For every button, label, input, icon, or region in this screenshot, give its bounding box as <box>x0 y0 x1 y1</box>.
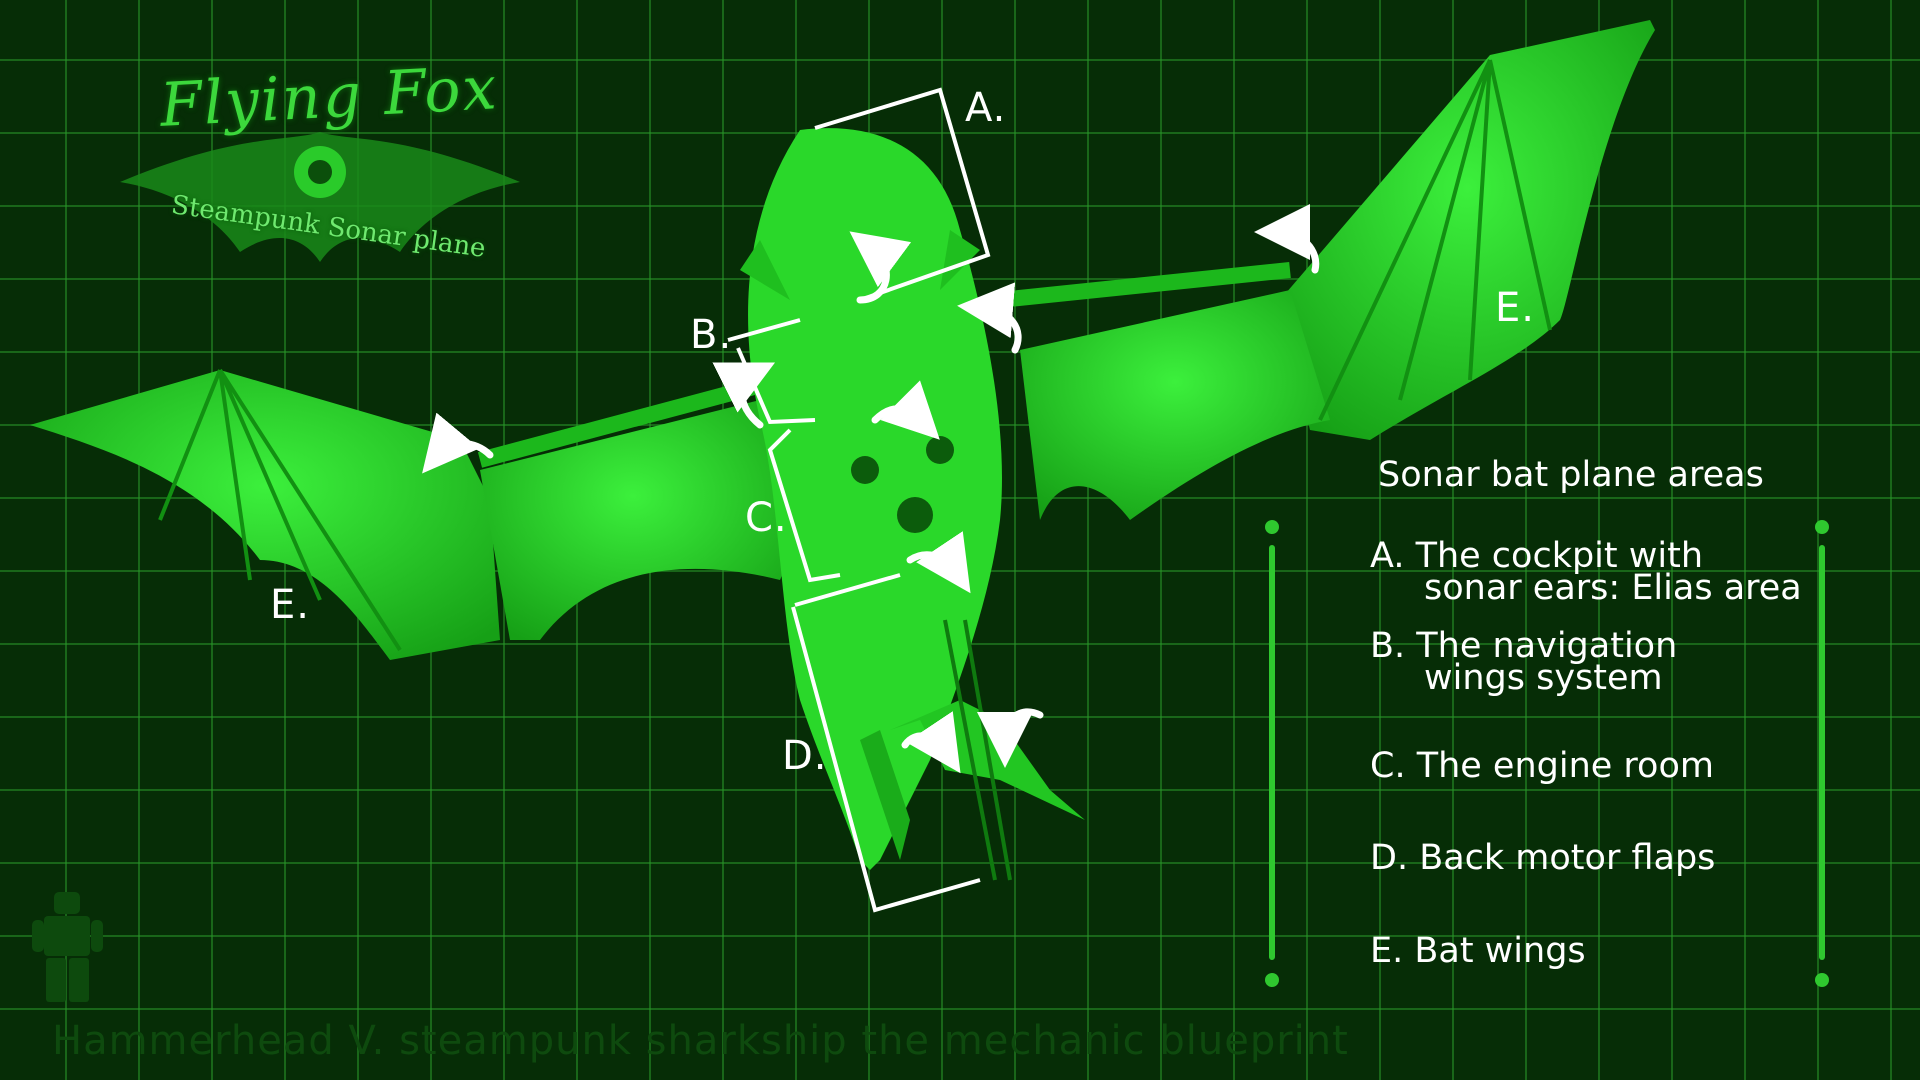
legend-item-a-line1: A. The cockpit with <box>1370 536 1704 576</box>
legend-bar-left <box>1269 545 1275 960</box>
callout-brackets <box>727 87 991 913</box>
legend-item-d-line1: D. Back motor flaps <box>1370 838 1716 878</box>
legend-item-e-line1: E. Bat wings <box>1370 931 1586 971</box>
legend-item-b: B. The navigation wings system <box>1370 629 1677 698</box>
legend-item-a-line2: sonar ears: Elias area <box>1424 568 1802 608</box>
callout-label-a: A. <box>965 85 1007 131</box>
movement-arrows <box>422 204 1320 774</box>
callout-label-d: D. <box>782 733 828 779</box>
legend-item-b-line1: B. The navigation <box>1370 626 1678 666</box>
minifigure-icon <box>32 892 103 1002</box>
legend-bar-right <box>1819 545 1825 960</box>
callout-label-e-left: E. <box>270 582 310 628</box>
legend-bar-left-bottom-dot <box>1265 973 1279 987</box>
callout-label-c: C. <box>745 495 788 541</box>
legend-item-c-line1: C. The engine room <box>1370 746 1714 786</box>
legend-item-d: D. Back motor flaps <box>1370 841 1715 876</box>
callout-label-e-right: E. <box>1495 285 1535 331</box>
legend-bar-left-top-dot <box>1265 520 1279 534</box>
legend-panel: Sonar bat plane areas A. The cockpit wit… <box>1370 455 1890 969</box>
footer-watermark-text: Hammerhead V. steampunk sharkship the me… <box>52 1018 1349 1064</box>
legend-bar-right-bottom-dot <box>1815 973 1829 987</box>
callout-label-b: B. <box>690 312 733 358</box>
right-bat-wing <box>999 20 1655 520</box>
legend-bar-right-top-dot <box>1815 520 1829 534</box>
bat-logo-icon <box>120 132 520 262</box>
legend-item-a: A. The cockpit with sonar ears: Elias ar… <box>1370 539 1802 608</box>
left-bat-wing <box>30 368 786 660</box>
flying-fox-logo: Flying Fox Steampunk Sonar plane <box>120 53 540 282</box>
legend-item-e: E. Bat wings <box>1370 934 1586 969</box>
legend-item-c: C. The engine room <box>1370 749 1714 784</box>
legend-title: Sonar bat plane areas <box>1378 455 1764 495</box>
legend-item-b-line2: wings system <box>1424 658 1663 698</box>
